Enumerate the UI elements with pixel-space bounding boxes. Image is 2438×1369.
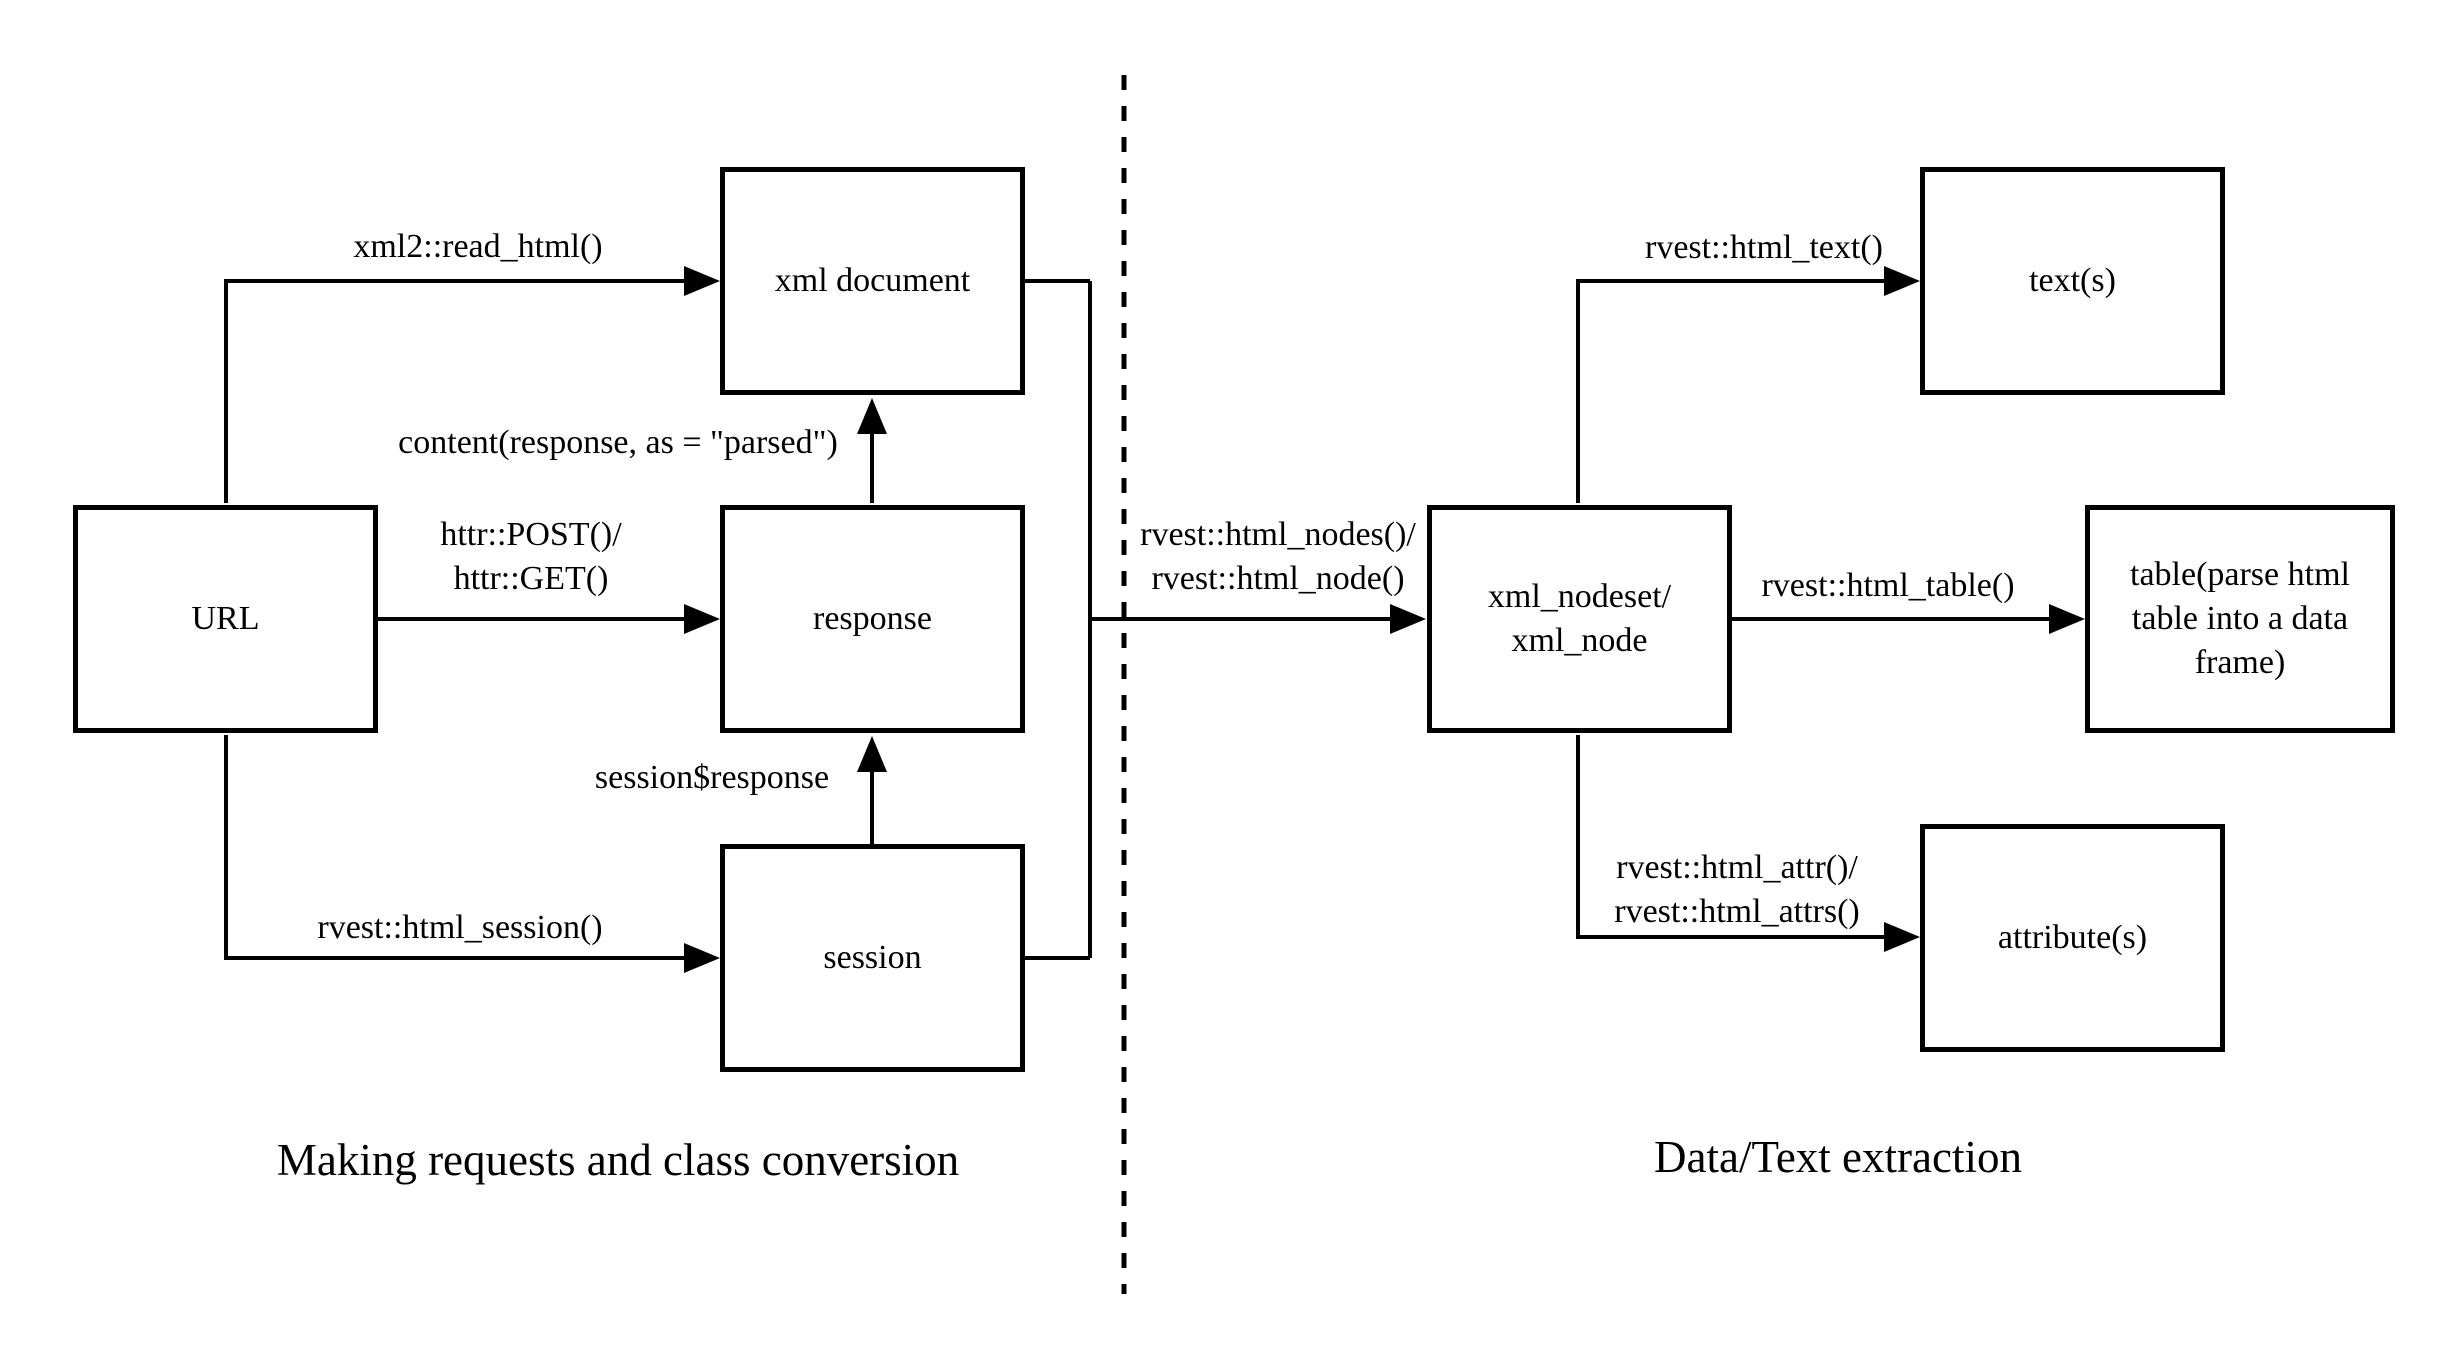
- node-texts: text(s): [1920, 167, 2225, 395]
- edge-label-content-parsed: content(response, as = "parsed"): [398, 423, 838, 461]
- arrow-content-parsed: [857, 398, 887, 503]
- arrow-html-text: [1576, 266, 1920, 503]
- arrow-html-table: [1729, 604, 2085, 634]
- node-attributes-label: attribute(s): [1997, 918, 2148, 956]
- edge-label-html-table: rvest::html_table(): [1761, 566, 2015, 604]
- edge-label-post-get-line2: httr::GET(): [453, 560, 609, 597]
- edge-label-html-text: rvest::html_text(): [1645, 228, 1883, 266]
- node-response: response: [720, 505, 1025, 733]
- arrow-html-session: [224, 735, 720, 973]
- edge-label-html-attr: rvest::html_attr()/ rvest::html_attrs(): [1614, 846, 1860, 934]
- node-attributes: attribute(s): [1920, 824, 2225, 1052]
- node-session: session: [720, 844, 1025, 1072]
- arrow-read-html: [224, 266, 720, 503]
- edge-label-post-get-line1: httr::POST()/: [440, 515, 622, 553]
- node-url: URL: [73, 505, 378, 733]
- node-xml-nodeset-label-line1: xml_nodeset/: [1487, 577, 1672, 615]
- edge-label-session-response: session$response: [594, 758, 830, 796]
- section-caption-right: Data/Text extraction: [1654, 1132, 2022, 1182]
- edge-label-read-html: xml2::read_html(): [353, 227, 603, 265]
- edge-label-html-attr-line2: rvest::html_attrs(): [1614, 893, 1860, 930]
- arrow-html-nodes: [1023, 279, 1426, 960]
- edge-label-html-session: rvest::html_session(): [317, 908, 603, 946]
- section-caption-left: Making requests and class conversion: [276, 1135, 960, 1185]
- edge-label-html-nodes: rvest::html_nodes()/ rvest::html_node(): [1140, 513, 1416, 601]
- node-table-label-line2: table into a data: [2131, 599, 2349, 637]
- node-session-label: session: [823, 938, 922, 976]
- arrow-session-response: [857, 736, 887, 845]
- node-xml-nodeset: xml_nodeset/ xml_node: [1427, 505, 1732, 733]
- arrow-post-get: [378, 604, 720, 634]
- node-response-label: response: [813, 599, 932, 637]
- edge-label-post-get: httr::POST()/ httr::GET(): [440, 513, 621, 601]
- node-texts-label: text(s): [2029, 261, 2116, 299]
- arrow-html-attr: [1576, 735, 1920, 952]
- node-table-label-line1: table(parse html: [2130, 555, 2350, 593]
- edge-label-html-nodes-line1: rvest::html_nodes()/: [1140, 515, 1416, 553]
- node-xml-nodeset-label-line2: xml_node: [1511, 622, 1648, 659]
- node-xml-document-label: xml document: [774, 261, 971, 299]
- node-xml-document: xml document: [720, 167, 1025, 395]
- node-table-label-line3: frame): [2194, 644, 2286, 682]
- node-url-label: URL: [191, 599, 260, 637]
- edge-label-html-attr-line1: rvest::html_attr()/: [1616, 848, 1858, 886]
- node-table: table(parse html table into a data frame…: [2085, 505, 2395, 733]
- edge-label-html-nodes-line2: rvest::html_node(): [1151, 560, 1405, 597]
